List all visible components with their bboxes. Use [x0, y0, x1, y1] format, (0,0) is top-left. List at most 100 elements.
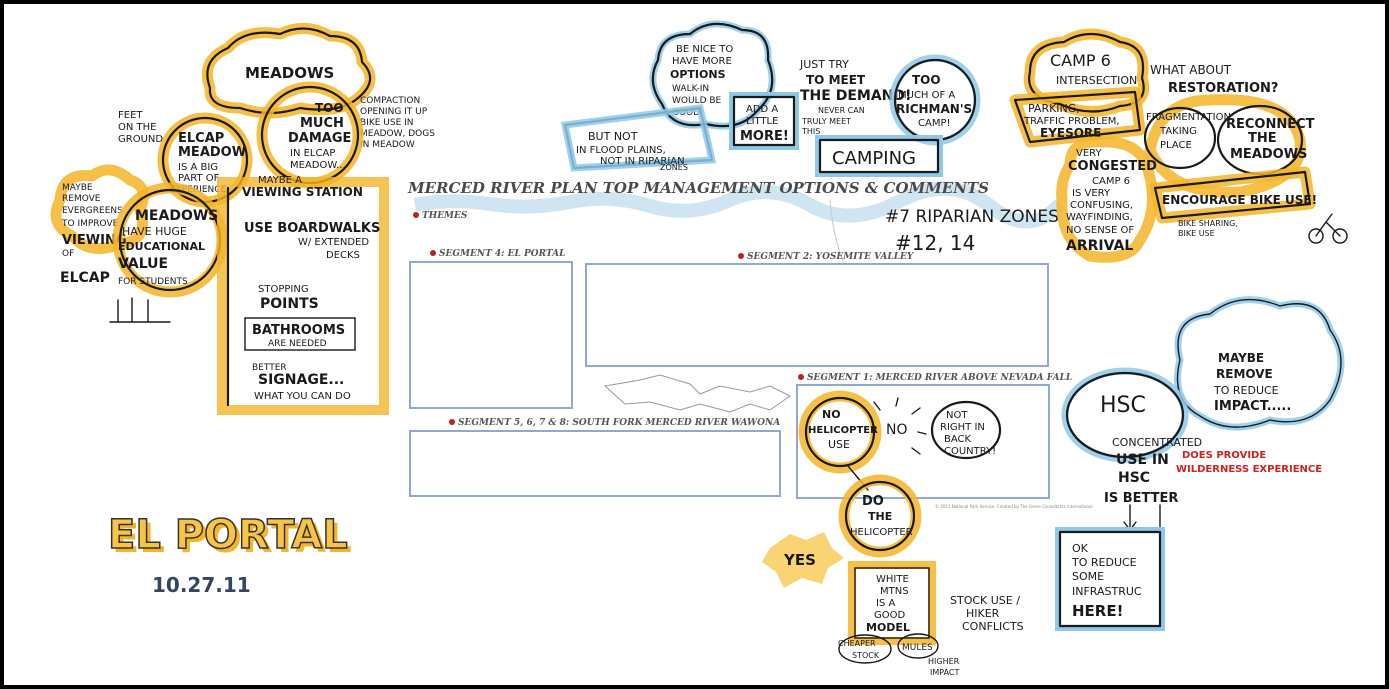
not-right-1: NOT: [946, 410, 968, 421]
hsc-remove-4: IMPACT.....: [1214, 399, 1291, 414]
seg1-panel: [796, 384, 1050, 499]
list-item-2: VIEWING STATION: [242, 185, 363, 199]
hsc-label: HSC: [1100, 393, 1146, 418]
edu-note-4: VALUE: [118, 256, 168, 272]
damage-note-5: MEADOW...: [290, 160, 346, 171]
no-label: NO: [886, 422, 908, 438]
wilderness-note-1: DOES PROVIDE: [1182, 450, 1266, 461]
add-box: [732, 95, 796, 147]
list-item-4: W/ EXTENDED: [298, 237, 369, 248]
hsc-ellipse-blue: [1061, 367, 1189, 463]
feet-note-2: ON THE: [118, 122, 156, 133]
white-box-highlight: [848, 561, 936, 645]
poster: MERCED RIVER PLAN TOP MANAGEMENT OPTIONS…: [407, 179, 1093, 509]
seg5-bullet: [449, 419, 455, 425]
seg2-bullet: [738, 253, 744, 259]
remove-note-7: ELCAP: [60, 270, 110, 286]
blue-wave-band: [413, 181, 1066, 229]
elcap-note-1: ELCAP: [178, 131, 224, 146]
copyright: © 2011 National Park Service. Created by…: [935, 504, 1093, 509]
mules-ellipse: [897, 633, 939, 659]
remove-note-2: REMOVE: [62, 194, 101, 204]
remove-note-4: TO IMPROVE: [61, 219, 119, 229]
nice-note-1: BE NICE TO: [676, 44, 733, 55]
reconnect-burst: [1144, 94, 1306, 198]
bottom-cluster: NO HELICOPTER USE NO NOT RIGHT IN BACK C…: [762, 390, 1024, 677]
fragment-note-3: PLACE: [1160, 140, 1192, 151]
edu-sketch: [109, 297, 171, 323]
rich-note-1: TOO: [912, 73, 941, 87]
congested-note-7: NO SENSE OF: [1066, 225, 1134, 236]
white-note-3: IS A: [876, 598, 895, 609]
elcap-note-4: PART OF: [178, 173, 220, 184]
white-note-5: MODEL: [866, 621, 910, 634]
ok-note-1: OK: [1072, 542, 1089, 555]
remove-note-6: OF: [62, 249, 74, 259]
damage-note-3: DAMAGE: [288, 131, 351, 146]
seg2-panel: [585, 263, 1049, 367]
add-note-1: ADD A: [746, 104, 778, 115]
remove-note-3: EVERGREENS: [62, 206, 123, 216]
parking-note-2: TRAFFIC PROBLEM,: [1023, 116, 1120, 127]
seg1-label: SEGMENT 1: MERCED RIVER ABOVE NEVADA FAL…: [807, 373, 1072, 383]
concentrated-note-1: CONCENTRATED: [1112, 436, 1202, 449]
parking-note-3: EYESORE: [1040, 126, 1101, 140]
no-heli-1: NO: [822, 408, 841, 421]
demand-note-4: NEVER CAN: [818, 106, 865, 115]
rich-note-4: CAMP!: [918, 118, 951, 129]
do-heli-1: DO: [862, 494, 884, 509]
list-item-11: SIGNAGE...: [258, 372, 344, 388]
add-note-2: LITTLE: [746, 116, 778, 127]
compaction-note-3: BIKE USE IN: [360, 118, 414, 128]
demand-note-5: TRULY MEET: [801, 117, 851, 126]
remove-note-5: VIEWING: [62, 233, 127, 248]
concentrated-note-4: IS BETTER: [1104, 491, 1178, 506]
no-burst: [873, 397, 927, 455]
not-right-ellipse: [930, 400, 1002, 460]
restoration-note-2: RESTORATION?: [1168, 81, 1278, 96]
compaction-note-4: MEADOW, DOGS: [360, 129, 435, 139]
rich-note-2: MUCH OF A: [898, 90, 955, 101]
stock-note-2: HIKER: [966, 607, 1000, 620]
meadows-title: MEADOWS: [245, 64, 334, 82]
seg2-label: SEGMENT 2: YOSEMITE VALLEY: [747, 252, 915, 262]
cheaper-ellipse: [838, 634, 892, 664]
reconnect-note-1: RECONNECT: [1226, 117, 1315, 132]
no-heli-circle-highlight: [798, 390, 882, 474]
bike-label: ENCOURAGE BIKE USE!: [1162, 193, 1317, 207]
yes-label: YES: [783, 551, 816, 569]
damage-note-4: IN ELCAP: [290, 148, 335, 159]
bathrooms-box: [244, 317, 356, 351]
higher-note-2: IMPACT: [930, 668, 959, 677]
themes-note-1: #7 RIPARIAN ZONES: [885, 207, 1059, 227]
flood-note-3: NOT IN RIPARIAN: [600, 156, 685, 167]
seg5-panel: [409, 430, 781, 497]
flood-note-2: IN FLOOD PLAINS,: [576, 145, 666, 156]
concentrated-note-2: USE IN: [1116, 452, 1169, 468]
seg4-label: SEGMENT 4: EL PORTAL: [439, 249, 565, 259]
add-note-3: MORE!: [740, 129, 789, 144]
congested-note-3: CAMP 6: [1092, 176, 1130, 187]
not-right-4: COUNTRY!: [944, 446, 996, 457]
restoration-note-1: WHAT ABOUT: [1150, 63, 1232, 77]
nice-note-3: OPTIONS: [670, 68, 726, 81]
concentrated-note-3: HSC: [1118, 470, 1150, 486]
ok-box: [1058, 530, 1162, 628]
rich-circle-blue: [889, 54, 981, 146]
location-name: EL PORTAL: [108, 512, 348, 558]
demand-note-6: THIS: [801, 127, 820, 136]
left-cluster: MEADOWS COMPACTION OPENING IT UP BIKE US…: [50, 23, 435, 415]
white-note-2: MTNS: [880, 586, 909, 597]
edu-note-1: MEADOWS: [135, 208, 218, 224]
seg4-bullet: [430, 250, 436, 256]
damage-note-1: TOO: [315, 101, 344, 115]
cheaper-note-1: CHEAPER: [838, 639, 876, 648]
fragment-note-2: TAKING: [1159, 126, 1197, 137]
congested-note-4: IS VERY: [1072, 188, 1111, 199]
damage-note-2: MUCH: [300, 116, 344, 131]
feet-note-3: GROUND: [118, 134, 163, 145]
elcap-note-2: MEADOW: [178, 145, 246, 160]
list-item-12: WHAT YOU CAN DO: [254, 391, 351, 402]
demand-note-3: THE DEMAND!: [800, 88, 911, 104]
ok-note-4: INFRASTRUC: [1072, 585, 1142, 598]
